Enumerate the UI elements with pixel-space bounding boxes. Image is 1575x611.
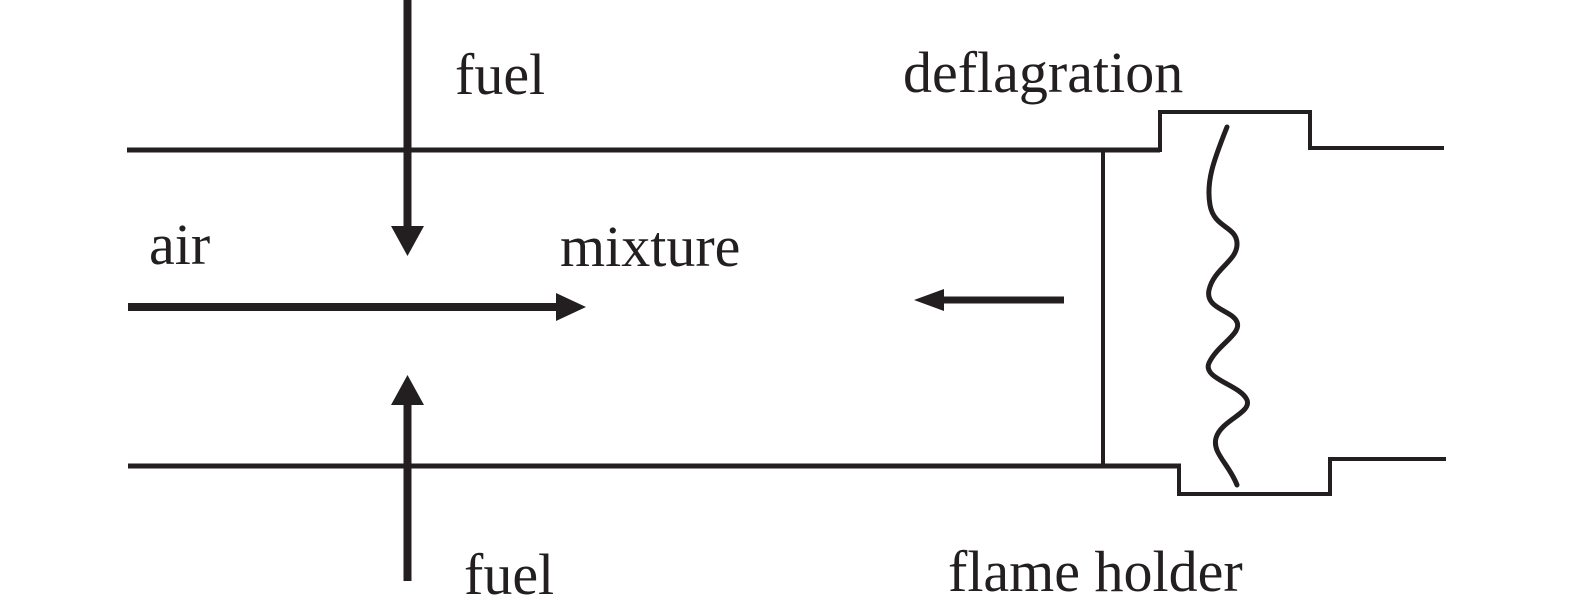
deflagration-label: deflagration xyxy=(903,40,1184,105)
flame-holder-bottom-step xyxy=(1177,461,1332,496)
fuel-bottom-arrow-up-icon xyxy=(391,375,424,581)
fuel-top-label: fuel xyxy=(455,42,546,107)
air-flow-arrow-right-icon xyxy=(128,293,586,321)
flame-holder-label: flame holder xyxy=(948,539,1243,604)
fuel-bottom-label: fuel xyxy=(464,542,555,607)
flame-wavy-line-icon xyxy=(1205,124,1250,488)
mixture-label: mixture xyxy=(560,214,741,279)
deflagration-arrow-left-icon xyxy=(914,289,1064,311)
air-label: air xyxy=(149,212,211,277)
flame-holder-top-step xyxy=(1158,110,1312,152)
fuel-top-arrow-down-icon xyxy=(391,0,424,256)
